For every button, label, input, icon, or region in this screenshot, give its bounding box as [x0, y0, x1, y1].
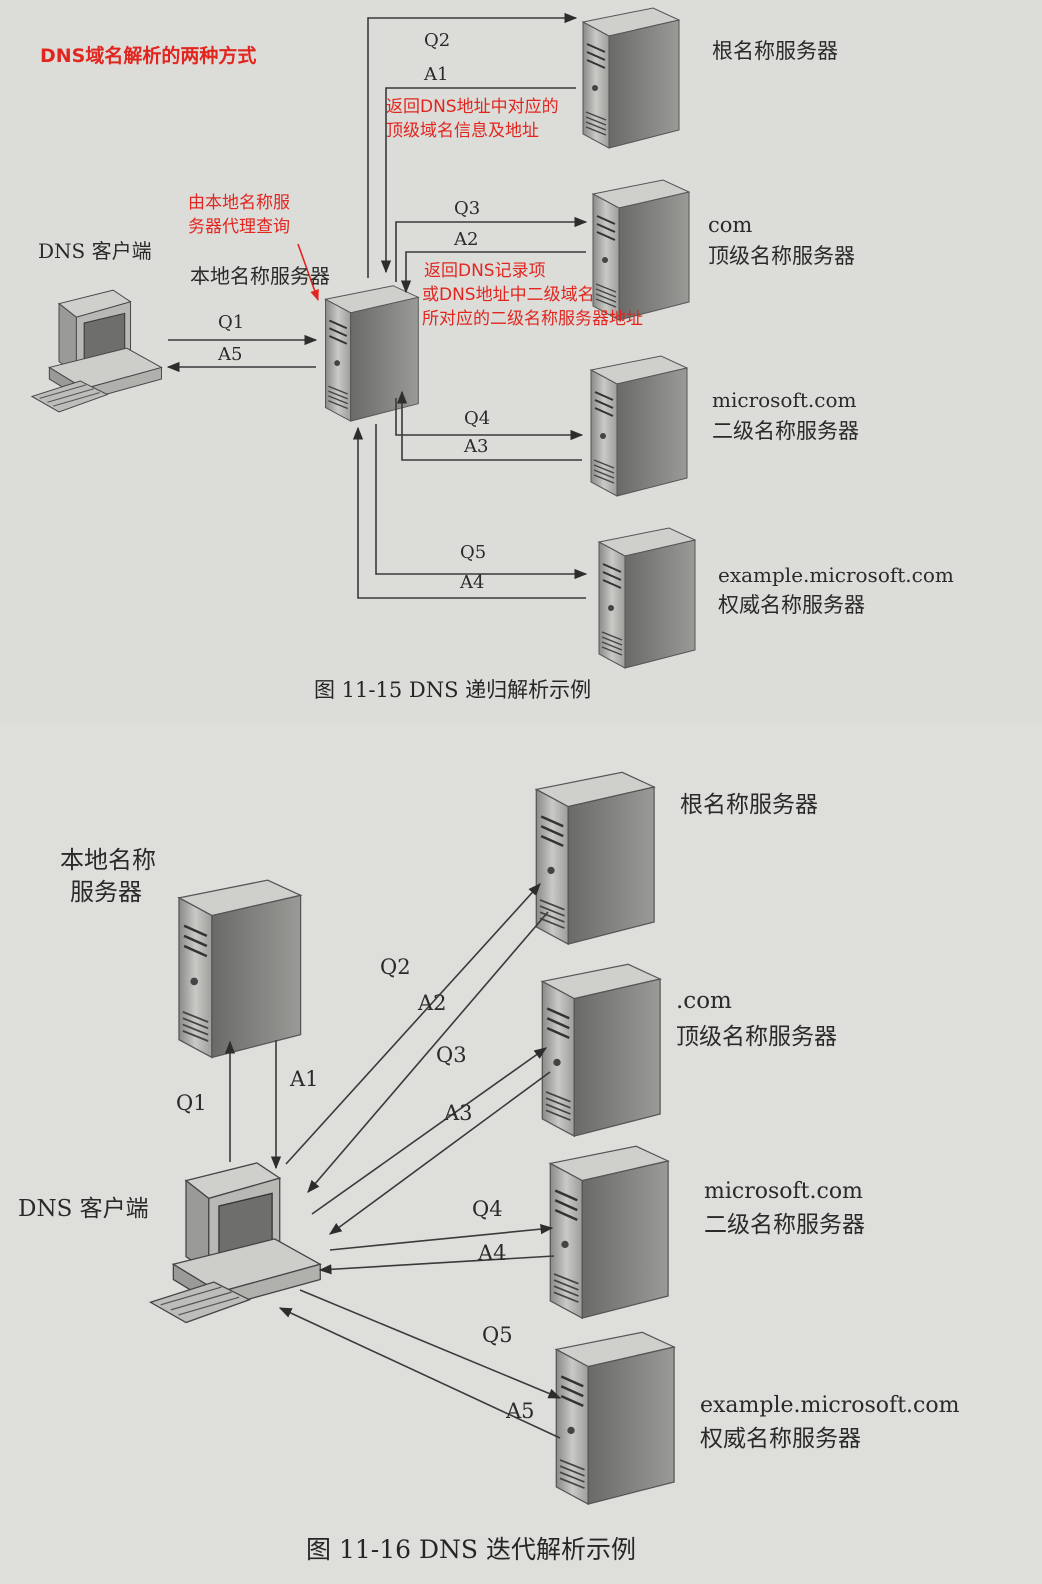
label-a1: A1 — [423, 64, 448, 85]
client-label: DNS 客户端 — [38, 239, 152, 263]
arrow-q4 — [395, 398, 584, 441]
label-a2: A2 — [417, 991, 447, 1015]
com-server-label-2: 顶级名称服务器 — [676, 1024, 837, 1050]
dns-client-icon — [149, 1162, 321, 1324]
note-com-line3: 所对应的二级名称服务器地址 — [422, 309, 643, 329]
example-server-icon — [555, 1331, 676, 1506]
note-proxy-line2: 务器代理查询 — [188, 217, 290, 237]
microsoft-server-label-2: 二级名称服务器 — [712, 419, 859, 443]
arrow-a4 — [352, 426, 586, 599]
arrow-q5 — [375, 424, 588, 580]
label-q5: Q5 — [482, 1323, 513, 1347]
iterative-diagram: 本地名称 服务器 DNS 客户端 根名称服务器 .com 顶级名称服务器 mic… — [0, 722, 1042, 1584]
iterative-diagram-canvas: 本地名称 服务器 DNS 客户端 根名称服务器 .com 顶级名称服务器 mic… — [18, 771, 960, 1564]
com-server-label: .com — [676, 988, 732, 1014]
microsoft-server-label-2: 二级名称服务器 — [704, 1212, 865, 1238]
microsoft-server-label: microsoft.com — [704, 1179, 863, 1204]
com-server-label: com — [708, 213, 752, 237]
microsoft-server-icon — [589, 354, 689, 498]
recursive-diagram: DNS域名解析的两种方式 DNS 客户端 本地名称服务器 根名称服务器 com … — [0, 0, 1042, 722]
arrow-q4 — [329, 1224, 554, 1251]
root-server-icon — [535, 771, 656, 946]
arrow-a1 — [380, 87, 576, 274]
arrow-a3 — [396, 390, 582, 461]
com-server-icon — [541, 963, 662, 1138]
arrow-q5 — [299, 1289, 562, 1399]
label-a1: A1 — [289, 1067, 319, 1091]
local-server-icon — [177, 878, 302, 1059]
label-a5: A5 — [217, 344, 242, 365]
label-a2: A2 — [453, 229, 478, 250]
microsoft-server-icon — [549, 1145, 670, 1320]
recursive-diagram-canvas: DNS域名解析的两种方式 DNS 客户端 本地名称服务器 根名称服务器 com … — [31, 6, 954, 702]
example-server-label-2: 权威名称服务器 — [718, 593, 865, 617]
local-server-label-2: 服务器 — [70, 878, 142, 906]
com-server-label-2: 顶级名称服务器 — [708, 244, 855, 268]
arrow-a3 — [328, 1071, 551, 1235]
note-com-line2: 或DNS地址中二级域名 — [422, 285, 595, 305]
arrow-q2 — [367, 12, 578, 278]
note-root-line1: 返回DNS地址中对应的 — [386, 97, 559, 117]
note-root-line2: 顶级域名信息及地址 — [386, 121, 539, 141]
com-server-icon — [591, 178, 691, 322]
local-server-label: 本地名称服务器 — [190, 264, 330, 288]
arrow-q2 — [285, 883, 541, 1165]
label-a4: A4 — [459, 572, 484, 593]
arrow-a5 — [278, 1307, 561, 1439]
caption: 图 11-16 DNS 迭代解析示例 — [306, 1535, 636, 1564]
root-server-icon — [581, 6, 681, 150]
arrow-a2 — [307, 911, 549, 1193]
label-a3: A3 — [443, 1101, 473, 1125]
example-server-label: example.microsoft.com — [700, 1393, 960, 1418]
client-label: DNS 客户端 — [18, 1196, 149, 1222]
local-server-icon — [324, 284, 420, 423]
label-q2: Q2 — [424, 30, 450, 51]
label-q4: Q4 — [472, 1197, 503, 1221]
note-com-line1: 返回DNS记录项 — [424, 261, 546, 281]
label-q4: Q4 — [464, 408, 490, 429]
root-server-label: 根名称服务器 — [712, 39, 838, 63]
label-a4: A4 — [477, 1241, 507, 1265]
arrow-q3 — [311, 1047, 548, 1215]
example-server-icon — [597, 526, 697, 670]
caption: 图 11-15 DNS 递归解析示例 — [314, 678, 591, 702]
label-q1: Q1 — [218, 312, 244, 333]
example-server-label: example.microsoft.com — [718, 563, 954, 587]
example-server-label-2: 权威名称服务器 — [700, 1426, 861, 1452]
microsoft-server-label: microsoft.com — [712, 388, 857, 412]
label-q5: Q5 — [460, 542, 486, 563]
local-server-label: 本地名称 — [60, 846, 156, 874]
label-q1: Q1 — [176, 1091, 207, 1115]
arrow-a2 — [400, 251, 586, 294]
label-q3: Q3 — [454, 198, 480, 219]
arrow-a4 — [318, 1255, 555, 1275]
dns-client-icon — [31, 289, 162, 413]
arrow-q3 — [395, 216, 588, 282]
label-a3: A3 — [463, 436, 488, 457]
proxy-note-arrow — [297, 243, 319, 302]
root-server-label: 根名称服务器 — [680, 792, 818, 818]
label-a5: A5 — [505, 1399, 535, 1423]
label-q2: Q2 — [380, 955, 411, 979]
label-q3: Q3 — [436, 1043, 467, 1067]
note-proxy-line1: 由本地名称服 — [188, 193, 290, 213]
diagram-title: DNS域名解析的两种方式 — [40, 44, 256, 67]
